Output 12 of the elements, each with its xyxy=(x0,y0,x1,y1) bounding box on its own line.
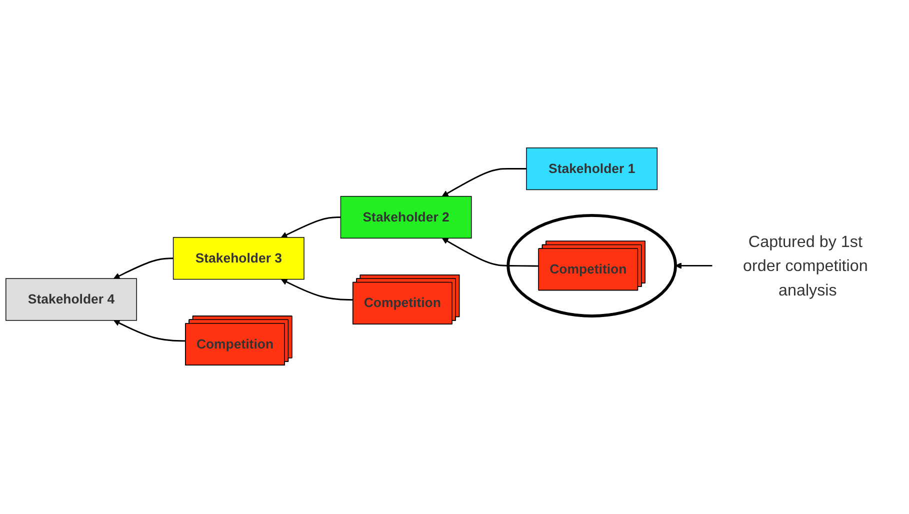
node-box: Stakeholder 1 xyxy=(526,148,658,191)
arrow xyxy=(280,279,354,302)
node-box: Stakeholder 3 xyxy=(172,238,304,280)
node-box: Stakeholder 2 xyxy=(340,196,472,239)
arrow xyxy=(114,320,186,342)
arrow xyxy=(675,262,712,270)
node-box: Stakeholder 4 xyxy=(6,278,137,322)
arrow xyxy=(442,238,539,268)
node-text: Captured by 1st order competition analysis xyxy=(743,232,868,300)
arrow xyxy=(114,258,174,280)
arrow xyxy=(280,216,341,238)
arrow xyxy=(442,168,526,198)
